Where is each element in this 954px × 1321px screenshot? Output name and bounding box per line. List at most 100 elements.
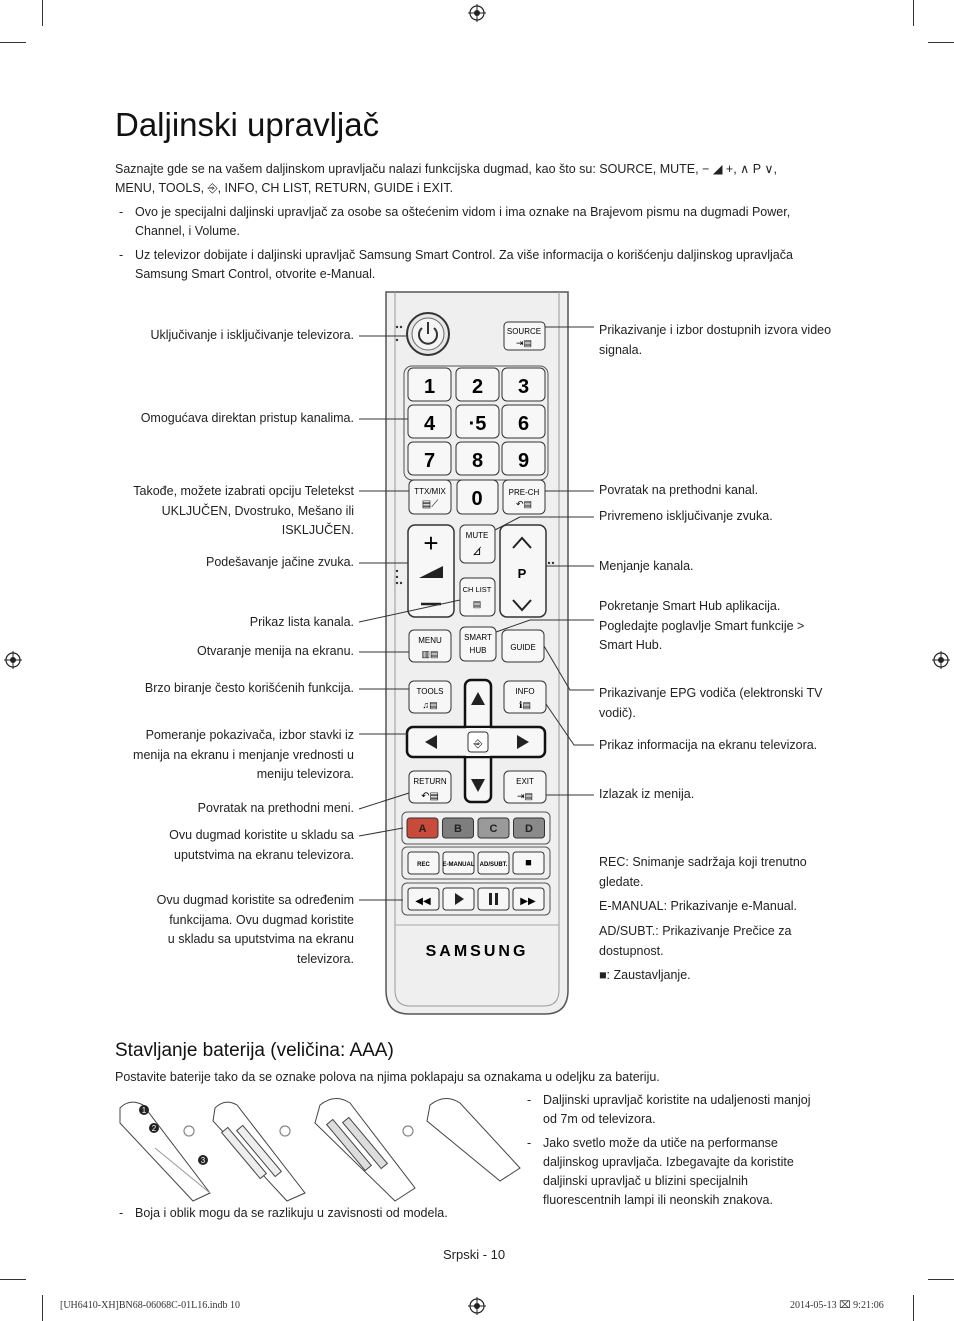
volume-rocker[interactable] (407, 524, 455, 618)
dpad-left-button[interactable] (425, 735, 437, 749)
color-button-label: A (419, 823, 427, 835)
callout-line: uputstvima na ekranu televizora. (174, 847, 354, 862)
source-button[interactable] (503, 321, 546, 351)
right-callout-label: Prikazivanje i izbor dostupnih izvora vi… (599, 321, 831, 360)
digit-label: 7 (424, 450, 435, 472)
return-icon: ↶▤ (421, 791, 439, 802)
volume-up-icon: + (423, 528, 438, 558)
print-file-info: [UH6410-XH]BN68-06068C-01L16.indb 10 (60, 1300, 240, 1311)
mute-button[interactable] (459, 524, 496, 564)
digit-button[interactable] (455, 367, 500, 402)
callout-line: televizora. (297, 951, 354, 966)
callout-line: Povratak na prethodni meni. (197, 801, 354, 815)
note-line: fluorescentnih lampi ili neonskih znakov… (543, 1193, 773, 1207)
menu-button[interactable] (408, 629, 452, 663)
callout-line: u skladu sa uputstvima na ekranu (167, 932, 354, 946)
digit-button[interactable] (407, 404, 452, 439)
return-button[interactable] (408, 770, 452, 804)
callout-line: Ovu dugmad koristite sa određenim (156, 893, 354, 907)
exit-button[interactable] (503, 770, 547, 804)
note-line: Samsung Smart Control, otvorite e-Manual… (135, 267, 376, 281)
digit-button[interactable] (407, 441, 452, 476)
tools-button[interactable] (408, 680, 452, 714)
function-button-label: E-MANUAL (443, 862, 475, 868)
function-row-frame (401, 846, 551, 880)
step-badge (149, 1123, 159, 1133)
ch-list-label: CH LIST (463, 585, 492, 594)
pre-ch-icon: ↶▤ (516, 499, 532, 509)
digit-button[interactable] (501, 441, 546, 476)
ttx-mix-button[interactable] (408, 479, 452, 515)
color-button-d[interactable] (513, 817, 545, 839)
fast-forward-button[interactable] (512, 887, 545, 911)
rewind-button[interactable] (407, 887, 440, 911)
color-button-c[interactable] (477, 817, 510, 839)
battery-lid-edge (154, 1147, 211, 1194)
function-button[interactable] (442, 851, 475, 875)
dpad-right-button[interactable] (517, 735, 529, 749)
crop-mark (0, 1279, 26, 1280)
info-label: INFO (515, 687, 534, 696)
dpad-enter-button[interactable] (467, 731, 489, 753)
digit-label: 1 (424, 376, 435, 398)
smart-hub-button[interactable] (459, 626, 497, 662)
color-button-a[interactable] (406, 817, 439, 839)
function-button[interactable] (512, 851, 545, 875)
digit-label: 2 (472, 376, 483, 398)
intro-text: Saznajte gde se na vašem daljinskom upra… (115, 160, 835, 198)
registration-mark-icon (468, 4, 486, 22)
digit-0-button[interactable] (456, 479, 499, 515)
battery-heading: Stavljanje baterija (veličina: AAA) (115, 1040, 394, 1061)
ttx-label: TTX/MIX (414, 487, 446, 496)
battery-intro: Postavite baterije tako da se oznake pol… (115, 1070, 660, 1084)
mute-icon: ⊿̸ (472, 546, 481, 558)
callout-line: vodič). (599, 705, 636, 720)
registration-mark-icon (4, 651, 22, 669)
function-button[interactable] (477, 851, 510, 875)
digit-button[interactable] (455, 441, 500, 476)
info-icon: ℹ▤ (519, 700, 531, 710)
color-button-b[interactable] (442, 817, 474, 839)
dpad-down-button[interactable] (471, 779, 485, 792)
digit-label: 8 (472, 450, 483, 472)
left-callout-label: Ovu dugmad koristite u skladu sa uputstvi… (169, 826, 354, 865)
channel-rocker[interactable] (499, 524, 547, 618)
callout-line: meniju televizora. (256, 767, 354, 781)
tools-icon: ♫▤ (422, 700, 437, 710)
digit-button[interactable] (501, 367, 546, 402)
callout-line: Otvaranje menija na ekranu. (196, 644, 354, 658)
battery-icon (325, 1118, 373, 1172)
callout-line: Ovu dugmad koristite u skladu sa (169, 828, 354, 842)
ch-list-button[interactable] (459, 577, 496, 617)
callout-line: Prikaz lista kanala. (249, 615, 354, 629)
note-line: Boja i oblik mogu da se razlikuju u zavi… (135, 1206, 448, 1220)
menu-icon: ▥▤ (421, 649, 438, 659)
enter-icon: ⎆ (474, 738, 483, 750)
left-callout-label: Podešavanje jačine zvuka. (206, 553, 354, 573)
digit-button[interactable] (455, 404, 500, 439)
return-label: RETURN (413, 777, 447, 786)
pre-ch-button[interactable] (502, 479, 546, 515)
registration-mark-icon (468, 1297, 486, 1315)
digit-button[interactable] (501, 404, 546, 439)
dpad-up-button[interactable] (471, 692, 485, 705)
pause-button[interactable] (477, 887, 510, 911)
note-line: Uz televizor dobijate i daljinski upravl… (135, 248, 793, 262)
left-callout-label: Uključivanje i isključivanje televizora. (150, 326, 354, 346)
digit-button[interactable] (407, 367, 452, 402)
right-callout-label: E-MANUAL: Prikazivanje e-Manual. (599, 897, 797, 917)
left-callout-label: Povratak na prethodni meni. (198, 799, 354, 819)
rotate-arrow-icon (279, 1125, 291, 1137)
function-button[interactable] (407, 851, 440, 875)
right-callout-label: Menjanje kanala. (599, 557, 694, 577)
callout-line: signala. (599, 342, 643, 357)
info-button[interactable] (503, 680, 547, 714)
page-number: Srpski - 10 (443, 1247, 506, 1262)
remote-inner-edge (394, 292, 560, 1007)
volume-wedge-icon (419, 566, 443, 578)
battery-icon (341, 1116, 389, 1170)
